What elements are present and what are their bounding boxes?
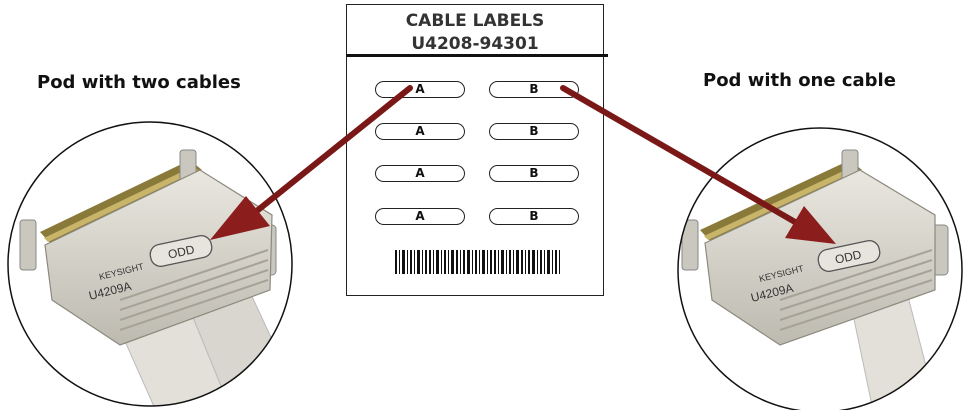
- card-part-number: U4208-94301: [411, 34, 539, 54]
- pod-two-cables: ODD KEYSIGHT U4209A: [8, 122, 292, 406]
- barcode: [395, 250, 560, 274]
- label-a-4: A: [375, 208, 465, 225]
- label-b-2: B: [489, 123, 579, 140]
- card-title: CABLE LABELS: [405, 11, 545, 31]
- arrow-b-to-right-pod: [560, 85, 836, 244]
- card-divider: [346, 54, 608, 57]
- label-a-2: A: [375, 123, 465, 140]
- caption-one-cable: Pod with one cable: [703, 70, 896, 91]
- magnifier-circle-left: [7, 121, 293, 407]
- pod-label-odd: ODD: [167, 242, 196, 261]
- label-a-3: A: [375, 165, 465, 182]
- caption-two-cables: Pod with two cables: [37, 72, 241, 93]
- label-b-1: B: [489, 81, 579, 98]
- cable-label-card: CABLE LABELS U4208-94301 A B A B A B A B: [346, 4, 604, 296]
- arrow-a-to-left-pod: [210, 85, 413, 240]
- label-b-3: B: [489, 165, 579, 182]
- pod-one-cable: ODD KEYSIGHT U4209A: [678, 128, 962, 410]
- label-a-1: A: [375, 81, 465, 98]
- label-b-4: B: [489, 208, 579, 225]
- pod-label-odd: ODD: [834, 247, 863, 266]
- magnifier-circle-right: [677, 127, 963, 410]
